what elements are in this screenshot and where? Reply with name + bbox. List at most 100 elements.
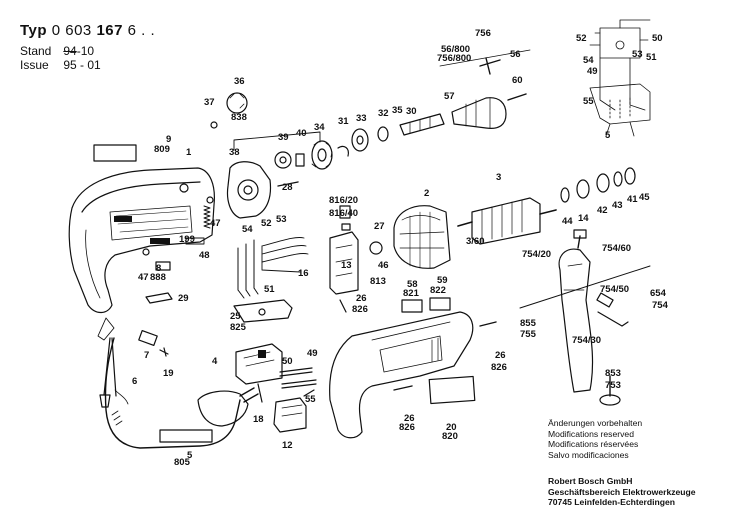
part-5-plate <box>159 429 213 443</box>
callout-c30: 30 <box>406 106 417 117</box>
callout-c16: 16 <box>298 268 309 279</box>
housing-half-right-drawing <box>329 311 474 439</box>
callout-c838: 838 <box>231 112 247 123</box>
callout-c199: 199 <box>179 234 195 245</box>
part-49 <box>281 379 317 389</box>
part-16-brush-holder <box>329 205 359 313</box>
stand-value: -10 <box>76 44 95 58</box>
part-39-gear <box>274 151 292 169</box>
part-36-gear <box>226 92 248 114</box>
part-753-depth-stop <box>599 375 621 406</box>
part-820-plate <box>428 375 476 405</box>
callout-c26c: 26 <box>495 350 506 361</box>
part-809-plate <box>93 144 137 162</box>
callout-c49a: 49 <box>307 348 318 359</box>
callout-c754: 754 <box>652 300 669 311</box>
callout-c43: 43 <box>612 200 623 211</box>
type-number-prefix: 0 603 <box>51 22 92 39</box>
stand-line: Stand 94-10 <box>20 44 94 58</box>
part-59-plate <box>429 297 451 311</box>
company-block: Robert Bosch GmbH Geschäftsbereich Elekt… <box>548 476 696 508</box>
callout-c754_30: 754/30 <box>572 335 601 346</box>
part-26-screw-b <box>393 385 413 391</box>
part-29 <box>145 292 173 304</box>
callout-c822: 822 <box>430 285 446 296</box>
callout-c809: 809 <box>154 144 170 155</box>
part-3-armature <box>457 197 557 245</box>
callout-c34: 34 <box>314 122 325 133</box>
callout-c55b: 55 <box>583 96 594 107</box>
callout-c753: 753 <box>605 380 621 391</box>
part-31-clip <box>337 145 349 157</box>
wiring-schematic <box>589 19 651 137</box>
company-line: Robert Bosch GmbH <box>548 476 633 486</box>
type-number-suffix: 6 . . <box>127 22 156 39</box>
note-line: Modifications reserved <box>548 428 634 439</box>
part-19-screw <box>159 347 169 357</box>
callout-c51b: 51 <box>646 52 657 63</box>
callout-c7: 7 <box>144 350 149 361</box>
callout-c888: 888 <box>150 272 166 283</box>
callout-c57: 57 <box>444 91 455 102</box>
callout-c52b: 52 <box>576 33 587 44</box>
callout-c29: 29 <box>178 293 189 304</box>
callout-c31: 31 <box>338 116 349 127</box>
callout-c37: 37 <box>204 97 215 108</box>
callout-c19: 19 <box>163 368 174 379</box>
callout-c42: 42 <box>597 205 608 216</box>
part-47b-screw <box>206 196 214 204</box>
callout-c44: 44 <box>562 216 573 227</box>
callout-c360: 3/60 <box>466 236 485 247</box>
part-25-bracket <box>233 299 293 323</box>
part-51-wires <box>237 237 309 299</box>
callout-c813: 813 <box>370 276 386 287</box>
callout-c14: 14 <box>578 213 589 224</box>
part-50 <box>279 367 313 377</box>
callout-c754_50: 754/50 <box>600 284 629 295</box>
callout-c27: 27 <box>374 221 385 232</box>
callout-c48: 48 <box>199 250 210 261</box>
callout-c47b: 47 <box>210 218 221 229</box>
callout-c41: 41 <box>627 194 638 205</box>
part-27-bearing <box>369 241 383 255</box>
part-18 <box>257 383 263 403</box>
callout-c820: 820 <box>442 431 458 442</box>
callout-c756_800: 756/800 <box>437 53 471 64</box>
callout-c755: 755 <box>520 329 537 340</box>
callout-c53a: 53 <box>276 214 287 225</box>
part-60-screw <box>507 93 527 101</box>
part-41-ring <box>624 167 636 185</box>
part-12-brush-holder <box>273 397 307 433</box>
part-754-aux-handle <box>519 229 651 393</box>
part-2-field-winding <box>393 205 451 269</box>
stand-label: Stand <box>20 44 52 58</box>
housing-half-drawing <box>68 167 215 314</box>
callout-c54a: 54 <box>242 224 253 235</box>
type-label: Typ <box>20 22 48 39</box>
callout-c12: 12 <box>282 440 293 451</box>
callout-c853: 853 <box>605 368 621 379</box>
callout-c50a: 50 <box>282 356 293 367</box>
callout-c816_40: 816/40 <box>329 208 358 219</box>
callout-c60: 60 <box>512 75 523 86</box>
part-7-clamp <box>138 329 158 347</box>
callout-c26a: 26 <box>356 293 367 304</box>
issue-value: 95 - 01 <box>63 58 101 72</box>
callout-c45: 45 <box>639 192 650 203</box>
callout-c50b: 50 <box>652 33 663 44</box>
callout-c805: 805 <box>174 457 191 468</box>
callout-c28: 28 <box>282 182 293 193</box>
callout-c13: 13 <box>341 260 352 271</box>
company-line: Geschäftsbereich Elektrowerkzeuge <box>548 486 696 497</box>
callout-c5: 5 <box>187 450 193 461</box>
callout-c36: 36 <box>234 76 245 87</box>
part-30-spindle <box>399 113 445 136</box>
notes-block: Änderungen vorbehalten Modifications res… <box>548 418 642 460</box>
callout-c3: 3 <box>496 172 501 183</box>
callout-c855: 855 <box>520 318 537 329</box>
part-47-screw <box>142 248 150 256</box>
callout-c20: 20 <box>446 422 457 433</box>
callout-c9: 9 <box>166 134 171 145</box>
callout-c8: 8 <box>156 263 161 274</box>
callout-c56_800: 56/800 <box>441 44 470 55</box>
